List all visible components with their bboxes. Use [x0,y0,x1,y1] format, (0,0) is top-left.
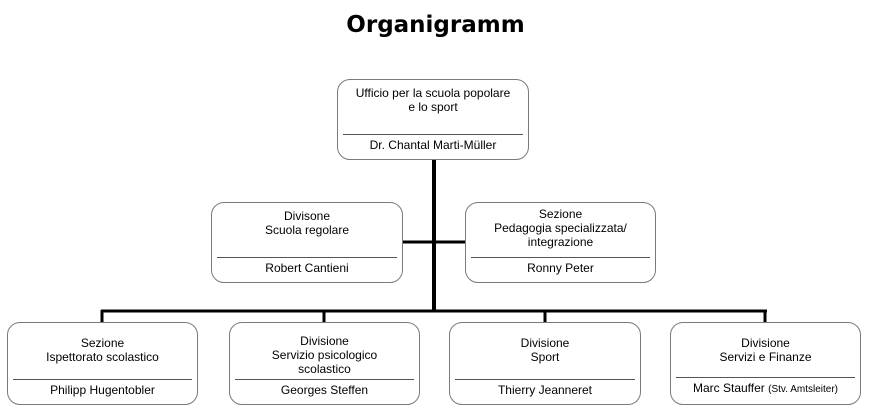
unit-line: Divisione [741,336,790,350]
head-name: Georges Steffen [230,380,419,404]
org-box-department-4: Divisione Servizi e Finanze Marc Stauffe… [670,322,861,405]
chart-title: Organigramm [346,12,525,38]
divider [13,379,192,380]
divider [217,257,397,258]
unit-line: Pedagogia specializzata/ [494,221,627,235]
head-text: Philipp Hugentobler [50,383,155,397]
org-box-staff-2: Sezione Pedagogia specializzata/ integra… [465,202,656,283]
divider [676,377,855,378]
head-text: Dr. Chantal Marti-Müller [369,138,497,152]
unit-line: Divisone [283,209,331,223]
head-name: Robert Cantieni [212,258,402,282]
unit-line: Servizi e Finanze [719,350,812,364]
unit-name: Divisone Scuola regolare [212,203,402,257]
head-text: Marc Stauffer [693,381,765,395]
org-box-department-3: Divisione Sport Thierry Jeanneret [449,322,641,405]
unit-name: Divisione Servizi e Finanze [671,323,860,377]
head-text: Robert Cantieni [265,261,349,275]
head-name: Marc Stauffer (Stv. Amtsleiter) [671,378,860,404]
unit-line: integrazione [527,235,594,249]
unit-line: Sport [530,350,560,364]
unit-line: Scuola regolare [264,223,350,237]
divider [455,379,635,380]
divider [471,257,650,258]
head-name: Philipp Hugentobler [8,380,197,404]
org-box-department-2: Divisione Servizio psicologico scolastic… [229,322,420,405]
unit-line: Sezione [80,336,125,350]
unit-line: Servizio psicologico [271,348,378,362]
unit-line: scolastico [298,362,351,376]
unit-name: Divisione Sport [450,323,640,379]
org-box-department-1: Sezione Ispettorato scolastico Philipp H… [7,322,198,405]
unit-line: Divisione [300,334,349,348]
head-role-note: (Stv. Amtsleiter) [768,384,838,395]
unit-line: Ispettorato scolastico [46,350,159,364]
unit-line: Ufficio per la scuola popolare [355,86,511,100]
unit-line: Sezione [538,207,583,221]
unit-name: Sezione Ispettorato scolastico [8,323,197,379]
unit-line: e lo sport [408,100,458,114]
divider [235,379,414,380]
unit-name: Sezione Pedagogia specializzata/ integra… [466,203,655,257]
org-box-staff-1: Divisone Scuola regolare Robert Cantieni [211,202,403,283]
head-text: Thierry Jeanneret [497,383,593,397]
unit-line: Divisione [520,336,570,350]
org-box-root: Ufficio per la scuola popolare e lo spor… [337,79,529,160]
unit-name: Ufficio per la scuola popolare e lo spor… [338,80,528,134]
head-name: Dr. Chantal Marti-Müller [338,135,528,159]
head-name: Thierry Jeanneret [450,380,640,404]
divider [343,134,523,135]
head-text: Georges Steffen [280,383,369,397]
head-text: Ronny Peter [527,261,594,275]
head-name: Ronny Peter [466,258,655,282]
unit-name: Divisione Servizio psicologico scolastic… [230,323,419,379]
